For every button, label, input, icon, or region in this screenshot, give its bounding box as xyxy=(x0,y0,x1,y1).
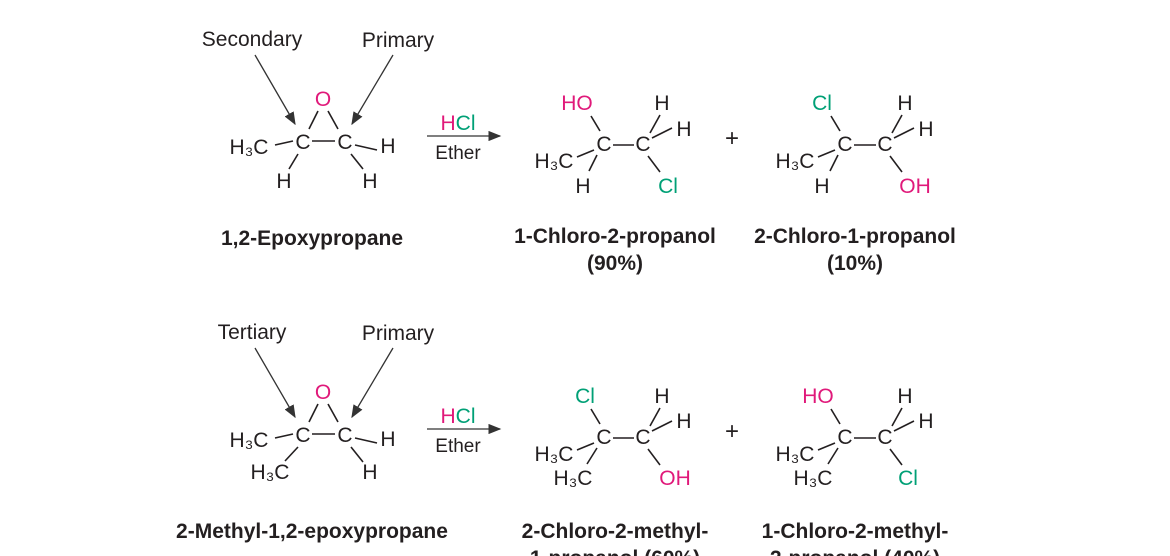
product-1-chloro-2-propanol: HO H H C C H₃C H Cl xyxy=(535,92,692,198)
hydrogen-atom: H xyxy=(897,92,912,115)
reagent-arrow: HCl Ether xyxy=(427,405,502,457)
reaction-1: Secondary Primary O C C H₃C H H H HCl Et… xyxy=(202,28,956,275)
solvent-label: Ether xyxy=(435,143,481,164)
hydrogen-atom: H xyxy=(676,118,691,141)
hydroxyl-group: OH xyxy=(659,467,691,490)
plus-sign: + xyxy=(725,125,739,152)
methyl-group: H₃C xyxy=(776,443,815,466)
reaction-2: Tertiary Primary O C C H₃C H H₃C H HCl E… xyxy=(176,321,948,556)
hydrogen-atom: H xyxy=(362,170,377,193)
carbon-atom: C xyxy=(877,426,892,449)
methyl-group: H₃C xyxy=(230,136,269,159)
secondary-pointer-arrow xyxy=(254,54,296,126)
hydrogen-atom: H xyxy=(380,135,395,158)
hydrogen-atom: H xyxy=(918,410,933,433)
product-name: 1-Chloro-2-methyl- xyxy=(762,520,949,543)
reactant-name: 2-Methyl-1,2-epoxypropane xyxy=(176,520,448,543)
carbon-atom: C xyxy=(295,424,310,447)
hydrogen-atom: H xyxy=(897,385,912,408)
product-yield: (10%) xyxy=(827,252,883,275)
reagent-arrow: HCl Ether xyxy=(427,112,502,164)
methyl-group: H₃C xyxy=(230,429,269,452)
product-yield: (90%) xyxy=(587,252,643,275)
carbon-atom: C xyxy=(837,426,852,449)
methyl-group: H₃C xyxy=(251,461,290,484)
reagent-hcl: HCl xyxy=(440,112,475,135)
chlorine-atom: Cl xyxy=(898,467,918,490)
product-2-chloro-2-methyl-1-propanol: Cl H H C C H₃C H₃C OH xyxy=(535,385,692,490)
carbon-atom: C xyxy=(596,426,611,449)
product-name-yield: 1-propanol (60%) xyxy=(530,547,700,556)
chlorine-atom: Cl xyxy=(658,175,678,198)
hydrogen-atom: H xyxy=(276,170,291,193)
carbon-atom: C xyxy=(337,131,352,154)
chlorine-atom: Cl xyxy=(575,385,595,408)
product-name: 2-Chloro-2-methyl- xyxy=(522,520,709,543)
hydrogen-atom: H xyxy=(918,118,933,141)
reactant-1,2-epoxypropane: Secondary Primary O C C H₃C H H H xyxy=(202,28,435,193)
methyl-group: H₃C xyxy=(794,467,833,490)
carbon-atom: C xyxy=(635,426,650,449)
hydrogen-atom: H xyxy=(814,175,829,198)
hydrogen-atom: H xyxy=(380,428,395,451)
hydrogen-atom: H xyxy=(654,385,669,408)
carbon-atom: C xyxy=(877,133,892,156)
product-2-chloro-1-propanol: Cl H H C C H₃C H OH xyxy=(776,92,934,198)
hydroxyl-group: HO xyxy=(561,92,593,115)
methyl-group: H₃C xyxy=(554,467,593,490)
reagent-hcl: HCl xyxy=(440,405,475,428)
oxygen-atom: O xyxy=(315,88,331,111)
reactant-name: 1,2-Epoxypropane xyxy=(221,227,403,250)
primary-pointer-arrow xyxy=(351,54,394,126)
primary-pointer-arrow xyxy=(351,347,394,419)
hydrogen-atom: H xyxy=(654,92,669,115)
methyl-group: H₃C xyxy=(535,150,574,173)
carbon-atom: C xyxy=(596,133,611,156)
methyl-group: H₃C xyxy=(776,150,815,173)
product-name: 1-Chloro-2-propanol xyxy=(514,225,716,248)
secondary-label: Secondary xyxy=(202,28,303,51)
product-1-chloro-2-methyl-2-propanol: HO H H C C H₃C H₃C Cl xyxy=(776,385,934,490)
product-name-yield: 2-propanol (40%) xyxy=(770,547,940,556)
hydroxyl-group: OH xyxy=(899,175,931,198)
carbon-atom: C xyxy=(337,424,352,447)
solvent-label: Ether xyxy=(435,436,481,457)
tertiary-pointer-arrow xyxy=(254,347,296,419)
carbon-atom: C xyxy=(837,133,852,156)
reactant-2-methyl-1,2-epoxypropane: Tertiary Primary O C C H₃C H H₃C H xyxy=(218,321,435,484)
plus-sign: + xyxy=(725,418,739,445)
primary-label: Primary xyxy=(362,29,435,52)
chlorine-atom: Cl xyxy=(812,92,832,115)
hydrogen-atom: H xyxy=(676,410,691,433)
carbon-atom: C xyxy=(635,133,650,156)
carbon-atom: C xyxy=(295,131,310,154)
primary-label: Primary xyxy=(362,322,435,345)
methyl-group: H₃C xyxy=(535,443,574,466)
oxygen-atom: O xyxy=(315,381,331,404)
hydrogen-atom: H xyxy=(575,175,590,198)
hydrogen-atom: H xyxy=(362,461,377,484)
product-name: 2-Chloro-1-propanol xyxy=(754,225,956,248)
tertiary-label: Tertiary xyxy=(218,321,287,344)
hydroxyl-group: HO xyxy=(802,385,834,408)
